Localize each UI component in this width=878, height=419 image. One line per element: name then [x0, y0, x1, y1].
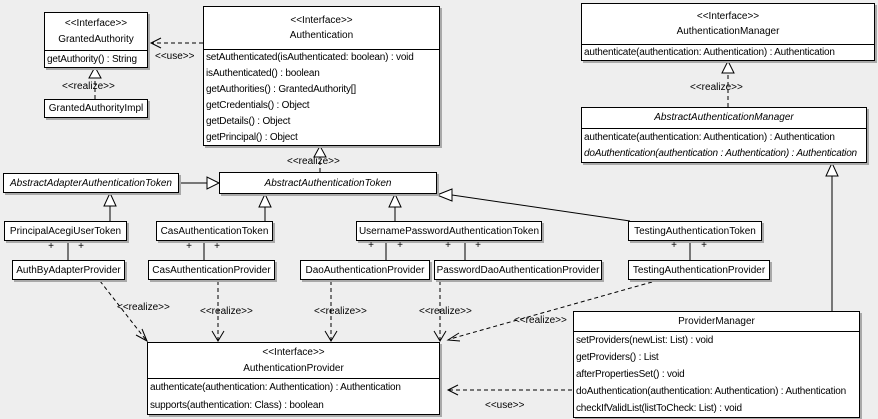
multiplicity-plus: +	[475, 240, 481, 251]
class-auth-by-adapter-provider[interactable]: AuthByAdapterProvider	[12, 260, 125, 280]
class-name: AbstractAuthenticationManager	[654, 112, 794, 124]
class-cas-authentication-provider[interactable]: CasAuthenticationProvider	[148, 260, 275, 280]
use-edge-providermanager-authenticationprovider	[446, 384, 572, 396]
class-name: CasAuthenticationProvider	[152, 264, 271, 276]
realize-label: <<realize>>	[200, 306, 253, 317]
method-label: getAuthority() : String	[47, 53, 137, 65]
association-edges	[67, 241, 691, 260]
realize-label: <<realize>>	[287, 156, 340, 167]
multiplicity-plus: +	[701, 240, 707, 251]
realize-edge-grantedauthorityimpl	[88, 65, 102, 99]
class-abstract-authentication-manager[interactable]: AbstractAuthenticationManager authentica…	[581, 107, 867, 163]
extends-edge-testingauthenticationtoken	[435, 188, 631, 222]
method-label: doAuthentication(authentication: Authent…	[576, 386, 846, 397]
extends-edge-providermanager	[825, 161, 839, 311]
realize-label: <<realize>>	[514, 315, 567, 326]
class-granted-authority-impl[interactable]: GrantedAuthorityImpl	[44, 99, 148, 118]
class-abstract-adapter-authentication-token[interactable]: AbstractAdapterAuthenticationToken	[3, 173, 179, 193]
multiplicity-plus: +	[397, 240, 403, 251]
method-label: getCredentials() : Object	[206, 99, 310, 111]
class-provider-manager[interactable]: ProviderManager setProviders(newList: Li…	[573, 311, 860, 418]
use-edge-authentication-grantedauthority	[149, 37, 203, 49]
method-label: getProviders() : List	[576, 352, 659, 363]
extends-edge-casauthenticationtoken	[258, 192, 272, 221]
use-label: <<use>>	[485, 400, 525, 411]
class-dao-authentication-provider[interactable]: DaoAuthenticationProvider	[300, 260, 430, 280]
class-password-dao-authentication-provider[interactable]: PasswordDaoAuthenticationProvider	[434, 260, 602, 280]
method-label: supports(authentication: Class) : boolea…	[150, 399, 324, 411]
realize-label: <<realize>>	[690, 82, 743, 93]
class-name: AbstractAdapterAuthenticationToken	[10, 177, 172, 189]
class-name: GrantedAuthority	[58, 33, 134, 45]
method-label: authenticate(authentication: Authenticat…	[150, 382, 401, 394]
method-label: setAuthenticated(isAuthenticated: boolea…	[206, 52, 414, 64]
realize-edge-casauthenticationprovider	[211, 281, 225, 342]
stereotype-label: <<Interface>>	[262, 347, 325, 358]
class-testing-authentication-provider[interactable]: TestingAuthenticationProvider	[628, 260, 770, 280]
stereotype-label: <<Interface>>	[696, 10, 760, 22]
realize-label: <<realize>>	[117, 302, 170, 313]
method-label: setProviders(newList: List) : void	[576, 335, 714, 346]
class-name: UsernamePasswordAuthenticationToken	[358, 225, 540, 237]
realize-label: <<realize>>	[419, 306, 472, 317]
extends-edge-abstractadapter	[179, 176, 221, 190]
class-abstract-authentication-token[interactable]: AbstractAuthenticationToken	[219, 172, 437, 194]
multiplicity-plus: +	[78, 241, 84, 252]
realize-edge-daoauthenticationprovider	[324, 281, 338, 342]
class-name: PasswordDaoAuthenticationProvider	[436, 264, 600, 276]
method-label: afterPropertiesSet() : void	[576, 369, 685, 380]
class-name: TestingAuthenticationToken	[634, 225, 756, 237]
method-label: isAuthenticated() : boolean	[206, 68, 320, 80]
multiplicity-plus: +	[48, 241, 54, 252]
method-label: getPrincipal() : Object	[206, 131, 298, 143]
class-name: PrincipalAcegiUserToken	[9, 225, 122, 237]
class-granted-authority[interactable]: <<Interface>> GrantedAuthority getAuthor…	[44, 12, 148, 68]
realize-edge-abstractauthenticationtoken	[313, 144, 327, 172]
class-authentication-provider[interactable]: <<Interface>> AuthenticationProvider aut…	[147, 342, 440, 415]
method-label: authenticate(authentication: Authenticat…	[584, 47, 835, 58]
multiplicity-plus: +	[186, 241, 192, 252]
class-name: TestingAuthenticationProvider	[632, 264, 766, 276]
realize-label: <<realize>>	[314, 306, 367, 317]
realize-edge-authbyadapterprovider	[99, 280, 149, 343]
method-label: doAuthentication(authentication : Authen…	[584, 148, 857, 160]
class-name: ProviderManager	[678, 315, 755, 327]
multiplicity-plus: +	[445, 240, 451, 251]
method-label: getAuthorities() : GrantedAuthority[]	[206, 84, 356, 96]
class-name: AuthenticationProvider	[243, 362, 344, 374]
stereotype-label: <<Interface>>	[64, 18, 128, 29]
use-label: <<use>>	[155, 51, 195, 62]
extends-edge-usernamepasswordtoken	[388, 192, 402, 221]
multiplicity-plus: +	[214, 241, 220, 252]
class-username-password-authentication-token[interactable]: UsernamePasswordAuthenticationToken	[356, 221, 542, 241]
realize-edge-passworddaoprovider	[433, 281, 447, 342]
class-testing-authentication-token[interactable]: TestingAuthenticationToken	[628, 221, 762, 241]
class-name: AuthByAdapterProvider	[16, 264, 121, 276]
method-label: getDetails() : Object	[206, 115, 291, 127]
method-label: authenticate(authentication: Authenticat…	[584, 131, 835, 143]
realize-edge-abstractauthenticationmanager	[721, 59, 735, 107]
extends-edge-principalacegiusertoken	[103, 191, 117, 221]
class-principal-acegi-user-token[interactable]: PrincipalAcegiUserToken	[4, 221, 127, 241]
class-name: AuthenticationManager	[676, 26, 780, 37]
class-authentication[interactable]: <<Interface>> Authentication setAuthenti…	[203, 6, 440, 146]
class-name: DaoAuthenticationProvider	[305, 264, 425, 276]
stereotype-label: <<Interface>>	[290, 14, 353, 26]
method-label: checkIfValidList(listToCheck: List) : vo…	[576, 403, 742, 414]
multiplicity-plus: +	[671, 240, 677, 251]
class-cas-authentication-token[interactable]: CasAuthenticationToken	[156, 221, 273, 241]
realize-label: <<realize>>	[62, 81, 115, 92]
class-authentication-manager[interactable]: <<Interface>> AuthenticationManager auth…	[581, 3, 875, 61]
class-name: Authentication	[289, 30, 354, 41]
class-name: GrantedAuthorityImpl	[48, 103, 144, 114]
class-name: CasAuthenticationToken	[160, 225, 269, 237]
multiplicity-plus: +	[368, 240, 374, 251]
class-name: AbstractAuthenticationToken	[264, 177, 392, 189]
realize-edge-testingauthenticationprovider	[446, 281, 653, 342]
